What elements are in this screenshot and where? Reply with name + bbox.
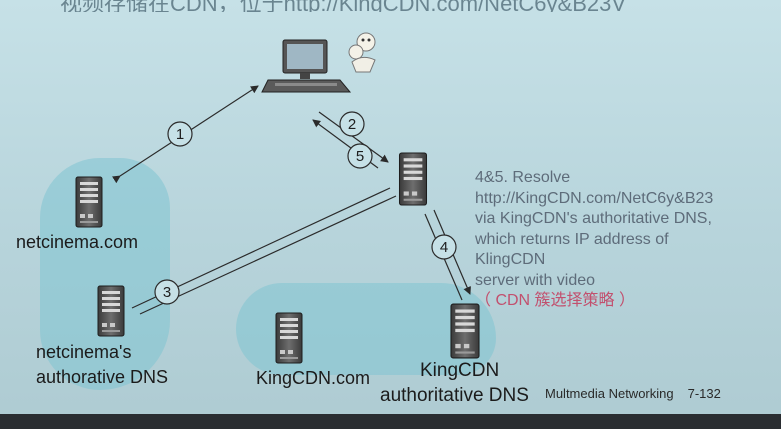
user-cartoon-icon (348, 32, 376, 73)
screen-bottom-bezel (0, 414, 781, 429)
annotation-line-5: KlingCDN (475, 251, 546, 268)
annotation-line-1: 4&5. Resolve (475, 169, 571, 186)
kingcdn-dns-label-line1: KingCDN (420, 360, 500, 381)
kingcdn-label: KingCDN.com (256, 368, 371, 388)
kingcdn-server-icon (275, 312, 303, 364)
slide-footer: Multmedia Networking 7-132 (545, 386, 721, 401)
step-2-text: 2 (348, 116, 356, 133)
step-badge-2 (339, 111, 365, 137)
arrow-step-3-reply (139, 195, 397, 315)
arrow-step-2 (318, 111, 389, 163)
netcinema-label: netcinema.com (16, 232, 139, 252)
annotation-chinese-note: （ CDN 簇选择策略 ） (475, 292, 636, 309)
local-dns-server-icon (398, 152, 428, 206)
annotation-line-3: via KingCDN's authoritative DNS, (475, 210, 712, 227)
kingcdn-dns-label-line2: authoritative DNS (380, 385, 529, 406)
netcinema-dns-label-line1: netcinema's (36, 342, 132, 362)
netcinema-server-icon (75, 176, 103, 228)
slide-title-fragment: 视频存储在CDN，位于http://KingCDN.com/NetC6y&B23… (60, 0, 626, 12)
step-badge-4 (431, 234, 457, 260)
step-4-text: 4 (440, 239, 448, 256)
step-badge-3 (154, 279, 180, 305)
footer-page-number: 7-132 (687, 386, 721, 401)
footer-course-title: Multmedia Networking (545, 386, 674, 401)
resolution-annotation: 4&5. Resolve http://KingCDN.com/NetC6y&B… (475, 168, 775, 312)
highlight-netcinema-region (40, 158, 170, 390)
slide-title-strip: 视频存储在CDN，位于http://KingCDN.com/NetC6y&B23… (0, 0, 781, 12)
step-5-text: 5 (356, 148, 364, 165)
client-computer-icon (261, 39, 352, 93)
step-3-text: 3 (163, 284, 171, 301)
step-1-text: 1 (176, 126, 184, 143)
step-badge-5 (347, 143, 373, 169)
kingcdn-dns-server-icon (450, 303, 480, 359)
annotation-line-4: which returns IP address of (475, 230, 669, 248)
step-badge-1 (167, 121, 193, 147)
netcinema-dns-server-icon (97, 285, 125, 337)
annotation-line-6: server with video (475, 271, 596, 289)
annotation-line-2: http://KingCDN.com/NetC6y&B23 (475, 189, 714, 207)
netcinema-dns-label-line2: authorative DNS (36, 367, 169, 387)
